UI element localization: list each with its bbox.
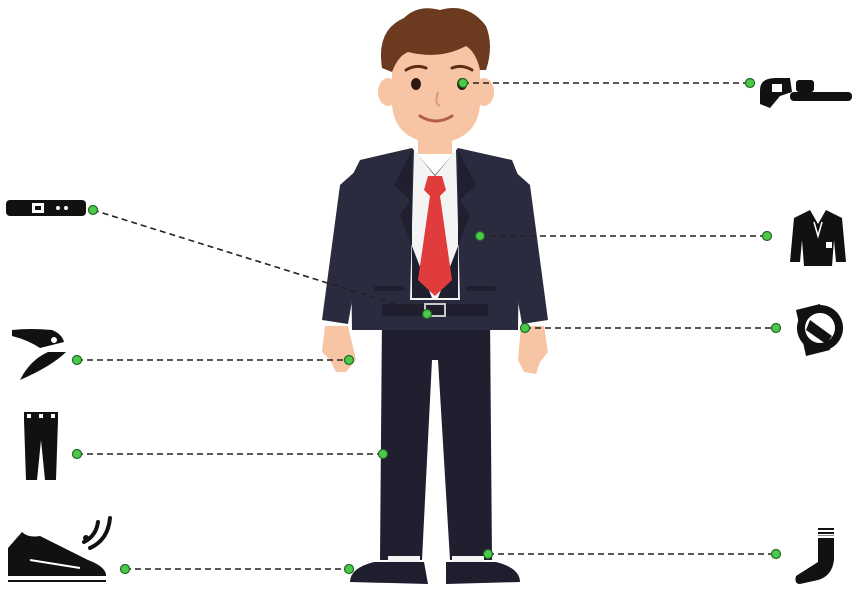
dot-glove-body xyxy=(345,356,354,365)
dot-pants-icon xyxy=(73,450,82,459)
sock-icon xyxy=(796,528,835,584)
pants-icon xyxy=(24,412,58,480)
trousers xyxy=(380,316,492,560)
left-shoe xyxy=(350,562,428,584)
glove-icon xyxy=(12,329,66,380)
jacket-icon xyxy=(790,210,846,266)
dot-sock-icon xyxy=(772,550,781,559)
dot-shoe-body xyxy=(345,565,354,574)
dot-belt-icon xyxy=(89,206,98,215)
glasses-icon xyxy=(760,78,852,108)
left-hand xyxy=(322,326,356,372)
right-hand xyxy=(518,326,548,374)
dot-glove-icon xyxy=(73,356,82,365)
jacket-pocket-right xyxy=(466,286,496,291)
dot-glasses-body xyxy=(459,79,468,88)
right-shoe xyxy=(446,562,520,584)
dot-pants-body xyxy=(379,450,388,459)
left-eye xyxy=(411,78,421,90)
dot-shoe-icon xyxy=(121,565,130,574)
businessman-figure xyxy=(322,8,548,584)
dot-jacket-icon xyxy=(763,232,772,241)
dot-watch-body xyxy=(521,324,530,333)
dot-jacket-body xyxy=(476,232,485,241)
dot-glasses-icon xyxy=(746,79,755,88)
belt xyxy=(382,304,488,316)
watch-icon xyxy=(796,304,843,356)
shoe-icon xyxy=(8,518,110,582)
dot-belt-body xyxy=(423,310,432,319)
dot-watch-icon xyxy=(772,324,781,333)
jacket-pocket-left xyxy=(374,286,404,291)
dot-sock-body xyxy=(484,550,493,559)
belt-icon xyxy=(6,200,86,216)
